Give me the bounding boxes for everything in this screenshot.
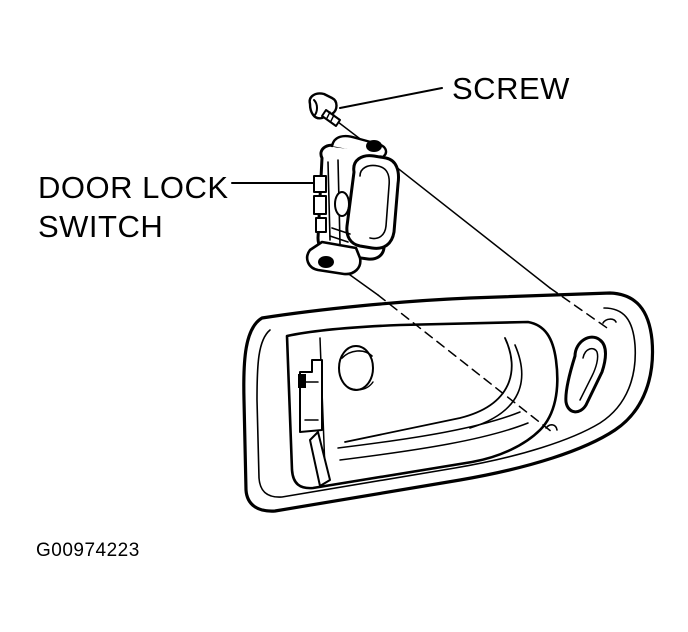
figure-id: G00974223 (36, 540, 140, 561)
door-trim-panel (242, 291, 655, 513)
label-screw: SCREW (452, 71, 570, 106)
screw-drawing (308, 92, 341, 127)
label-door-lock-switch-line2: SWITCH (38, 209, 164, 244)
alignment-dashed-lines (331, 121, 611, 433)
door-lock-switch-drawing (305, 134, 400, 276)
leader-lines (231, 87, 443, 184)
label-door-lock-switch-line1: DOOR LOCK (38, 170, 229, 205)
